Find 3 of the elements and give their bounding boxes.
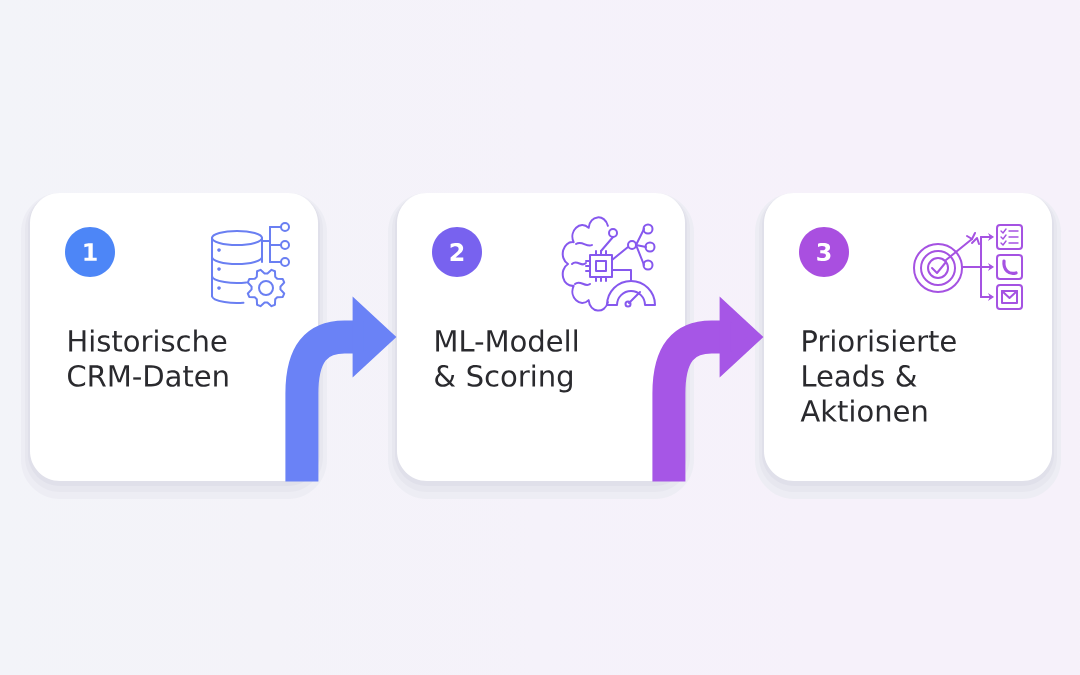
number-badge: 2 <box>432 227 482 277</box>
number-badge: 3 <box>799 227 849 277</box>
number-badge: 1 <box>65 227 115 277</box>
